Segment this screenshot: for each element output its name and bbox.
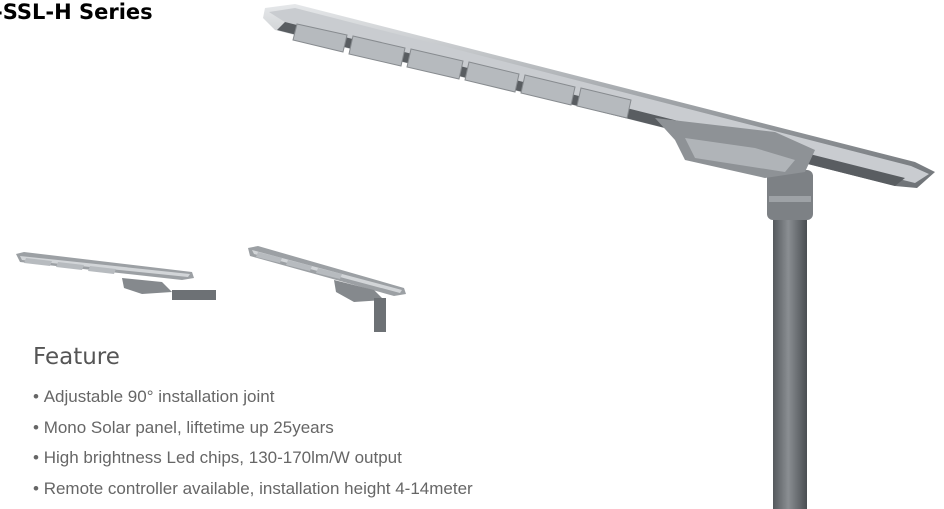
feature-list: Adjustable 90° installation joint Mono S…	[33, 385, 473, 507]
feature-item-solar-panel: Mono Solar panel, liftetime up 25years	[33, 416, 473, 447]
feature-heading: Feature	[33, 344, 120, 370]
feature-item-adjustable-joint: Adjustable 90° installation joint	[33, 385, 473, 416]
feature-item-led-chips: High brightness Led chips, 130-170lm/W o…	[33, 446, 473, 477]
post-top-variant-image	[248, 246, 406, 332]
side-mount-variant-image	[16, 252, 216, 300]
series-title: -SSL-H Series	[0, 0, 153, 24]
hero-street-light-image	[263, 4, 935, 509]
feature-item-remote-controller: Remote controller available, installatio…	[33, 477, 473, 508]
